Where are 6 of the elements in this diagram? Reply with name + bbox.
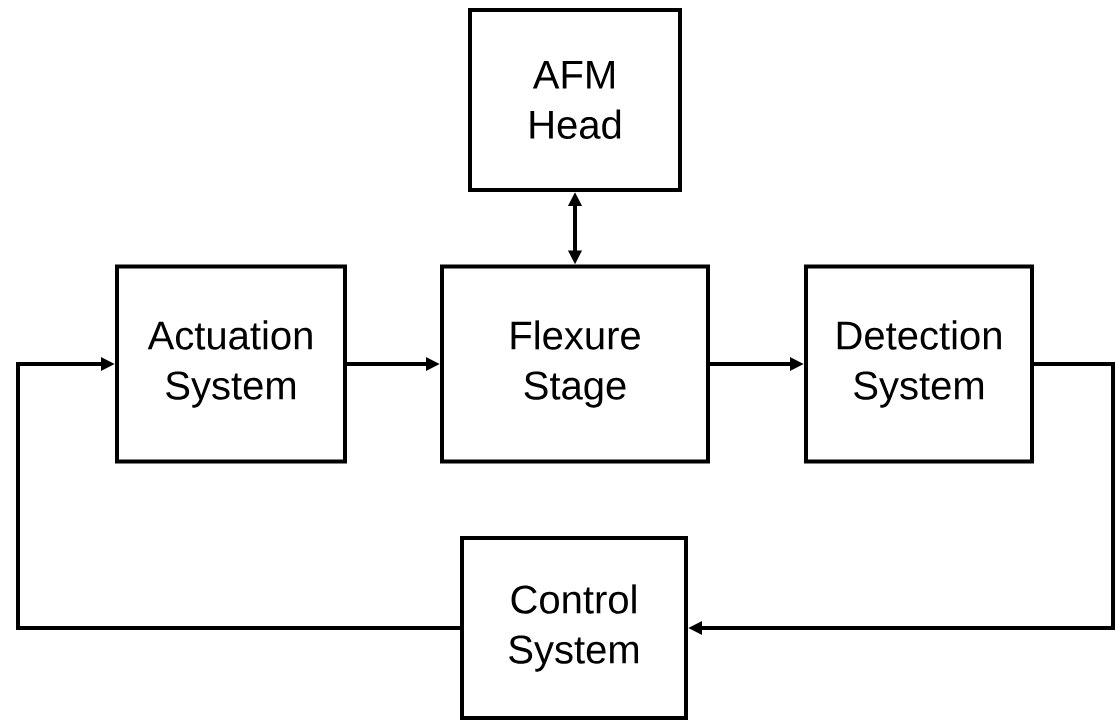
block-box: Actuation System bbox=[115, 264, 347, 464]
block-box: Detection System bbox=[804, 264, 1034, 464]
block-box: Control System bbox=[460, 536, 688, 720]
block-box: Flexure Stage bbox=[440, 264, 710, 464]
block-box: AFM Head bbox=[468, 8, 682, 192]
arrow bbox=[16, 356, 460, 630]
